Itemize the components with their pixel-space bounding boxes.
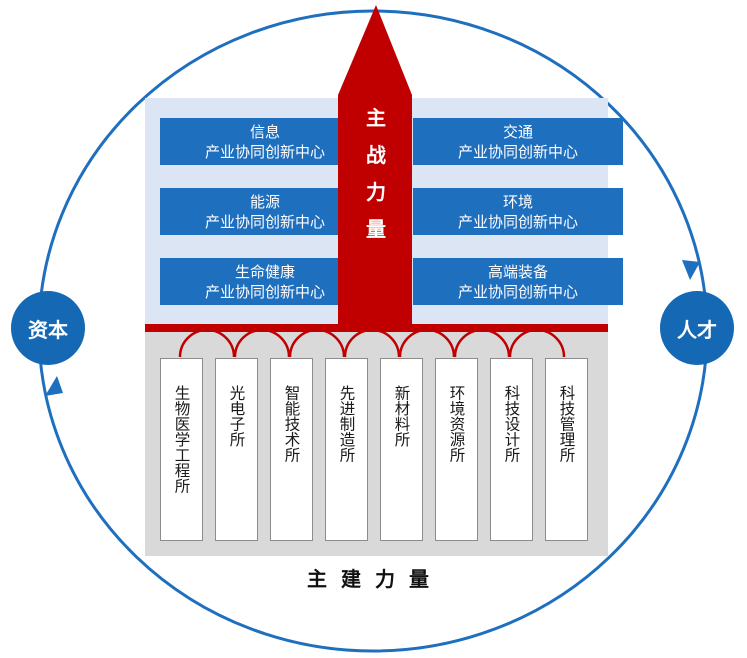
center-box-equipment: 高端装备产业协同创新中心: [413, 258, 623, 305]
institute-environment-resources: 环境资源所: [435, 358, 478, 541]
talent-circle: 人才: [660, 291, 734, 365]
divider-bar: [145, 324, 608, 332]
center-box-environment: 环境产业协同创新中心: [413, 188, 623, 235]
cycle-arrow-left-icon: [45, 376, 63, 396]
center-box-energy: 能源产业协同创新中心: [160, 188, 370, 235]
center-box-life-health: 生命健康产业协同创新中心: [160, 258, 370, 305]
cycle-arrow-right-icon: [682, 260, 700, 280]
institute-tech-design: 科技设计所: [490, 358, 533, 541]
center-box-transport: 交通产业协同创新中心: [413, 118, 623, 165]
capital-circle: 资本: [11, 291, 85, 365]
institute-biomedical: 生物医学工程所: [160, 358, 203, 541]
center-box-info: 信息产业协同创新中心: [160, 118, 370, 165]
up-arrow-icon: [338, 5, 412, 330]
institute-tech-management: 科技管理所: [545, 358, 588, 541]
main-force-label: 主 战 力 量: [366, 106, 386, 241]
arc-links: [178, 328, 566, 358]
institute-intelligent-tech: 智能技术所: [270, 358, 313, 541]
institute-advanced-manufacturing: 先进制造所: [325, 358, 368, 541]
foundation-label: 主建力量: [307, 567, 443, 591]
institute-optoelectronics: 光电子所: [215, 358, 258, 541]
institute-new-materials: 新材料所: [380, 358, 423, 541]
